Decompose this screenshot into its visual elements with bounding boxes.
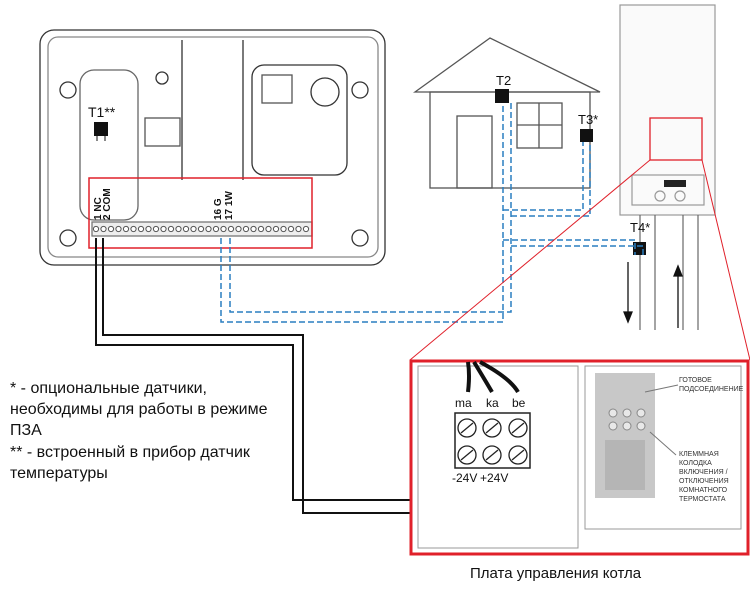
terminal-screw: [227, 225, 235, 233]
boiler-board-highlight: [649, 117, 703, 161]
terminal-ma: ma: [455, 396, 472, 410]
terminal-screw: [287, 225, 295, 233]
terminal-screw: [92, 225, 100, 233]
boiler-terminal-block: [454, 360, 531, 469]
terminal-screw: [137, 225, 145, 233]
terminal-screw: [152, 225, 160, 233]
controller-device: [39, 29, 386, 266]
terminal-screw: [130, 225, 137, 233]
voltage-minus: -24V: [452, 471, 477, 485]
terminal-label-171w: 17 1W: [224, 191, 235, 220]
terminal-screw: [250, 225, 257, 233]
terminal-screw: [182, 225, 190, 233]
terminal-screw: [115, 225, 122, 233]
terminal-screw: [272, 225, 280, 233]
terminal-screw: [212, 225, 220, 233]
terminal-screw: [190, 225, 197, 233]
terminal-be: be: [512, 396, 526, 410]
flow-arrows: [623, 262, 683, 328]
note-optional-sensors: * - опциональные датчики, необходимы для…: [10, 380, 268, 439]
label-terminal-block: КЛЕММНАЯ КОЛОДКА ВКЛЮЧЕНИЯ / ОТКЛЮЧЕНИЯ …: [679, 451, 729, 503]
terminal-screw: [167, 225, 175, 233]
label-ready-connection: ГОТОВОЕ ПОДСОЕДИНЕНИЕ: [679, 377, 744, 393]
terminal-screw: [107, 225, 115, 233]
sensor-t3: [580, 129, 593, 142]
sensor-t4-label: T4*: [630, 220, 650, 235]
one-wire-bus: [220, 103, 644, 323]
terminal-screw: [242, 225, 250, 233]
terminal-screw: [280, 225, 287, 233]
boiler: [619, 4, 716, 330]
terminal-screw: [175, 225, 182, 233]
sensor-t3-label: T3*: [578, 112, 598, 127]
note-builtin-sensor: ** - встроенный в прибор датчик температ…: [10, 444, 250, 482]
sensor-t2: [495, 89, 509, 103]
terminal-screw: [100, 225, 107, 233]
caption: Плата управления котла: [470, 565, 642, 582]
terminal-screw: [302, 225, 310, 233]
voltage-plus: +24V: [480, 471, 508, 485]
house: [412, 37, 601, 189]
terminal-label-16g: 16 G: [213, 198, 224, 220]
terminal-label-1nc: 1 NC: [93, 197, 104, 220]
terminal-screw: [145, 225, 152, 233]
terminal-screw: [257, 225, 265, 233]
terminal-highlight: [88, 177, 313, 249]
terminal-ka: ka: [486, 396, 499, 410]
sensor-t1-body: [94, 122, 108, 136]
terminal-screw: [220, 225, 227, 233]
sensor-t1-label: T1**: [88, 104, 116, 120]
terminal-screw: [197, 225, 205, 233]
terminal-screw: [122, 225, 130, 233]
terminal-screw: [295, 225, 302, 233]
terminal-screw: [235, 225, 242, 233]
terminal-screw: [160, 225, 167, 233]
sensor-t2-label: T2: [496, 73, 511, 88]
terminal-screw: [265, 225, 272, 233]
terminal-strip: [92, 225, 310, 233]
terminal-screw: [205, 225, 212, 233]
terminal-label-2com: 2 COM: [102, 188, 113, 220]
